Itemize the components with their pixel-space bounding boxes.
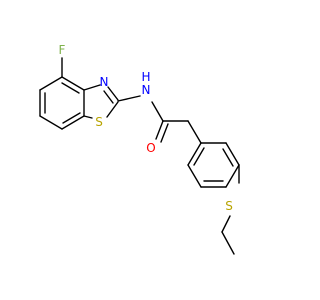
atom-thiazole-sulfur: S [95, 115, 103, 129]
structure-diagram: F N N H S O S [39, 43, 240, 255]
bond-ethyl-methyl [221, 231, 235, 255]
atom-amide-hydrogen: H [141, 70, 150, 84]
bond-c7-c7a [61, 115, 85, 130]
molecule-canvas: F N N H S O S [39, 43, 240, 255]
bond-c2-nh [117, 95, 141, 102]
bond-c3a-c4-double [61, 82, 80, 94]
bond-c3a-c4 [61, 76, 85, 91]
bond-ph5-ph6 [187, 164, 202, 188]
bond-nh-carbonyl [151, 101, 164, 122]
bond-c4-c5 [39, 76, 63, 91]
bond-ph6-ph1 [187, 142, 202, 166]
bond-carbonyl-oxygen-double [160, 123, 169, 143]
atom-carbonyl-oxygen: O [146, 141, 155, 155]
atom-fluorine: F [59, 43, 66, 57]
bond-c3a-n3 [83, 84, 101, 91]
bond-ph2-ph3 [225, 142, 240, 166]
atom-thioether-sulfur: S [225, 199, 233, 213]
bond-n3-c2 [107, 86, 119, 101]
bond-sulfur-ethyl [221, 215, 231, 233]
bond-c7-c7a-double [62, 112, 81, 124]
bond-carbonyl-oxygen [155, 120, 164, 140]
atom-thiazole-nitrogen: N [100, 75, 109, 89]
bond-ph6-ph1-double [193, 147, 205, 166]
bond-ch2-phenyl [187, 120, 202, 144]
bond-ph3-ph4 [225, 164, 240, 188]
bond-n3-c2-double [103, 90, 114, 104]
bond-c6-c7 [39, 115, 63, 130]
bond-c2-s1 [106, 101, 119, 118]
bond-ph2-ph3-double [222, 148, 234, 167]
bond-s1-c7a [83, 115, 93, 119]
atom-amide-nitrogen: N [142, 83, 151, 97]
